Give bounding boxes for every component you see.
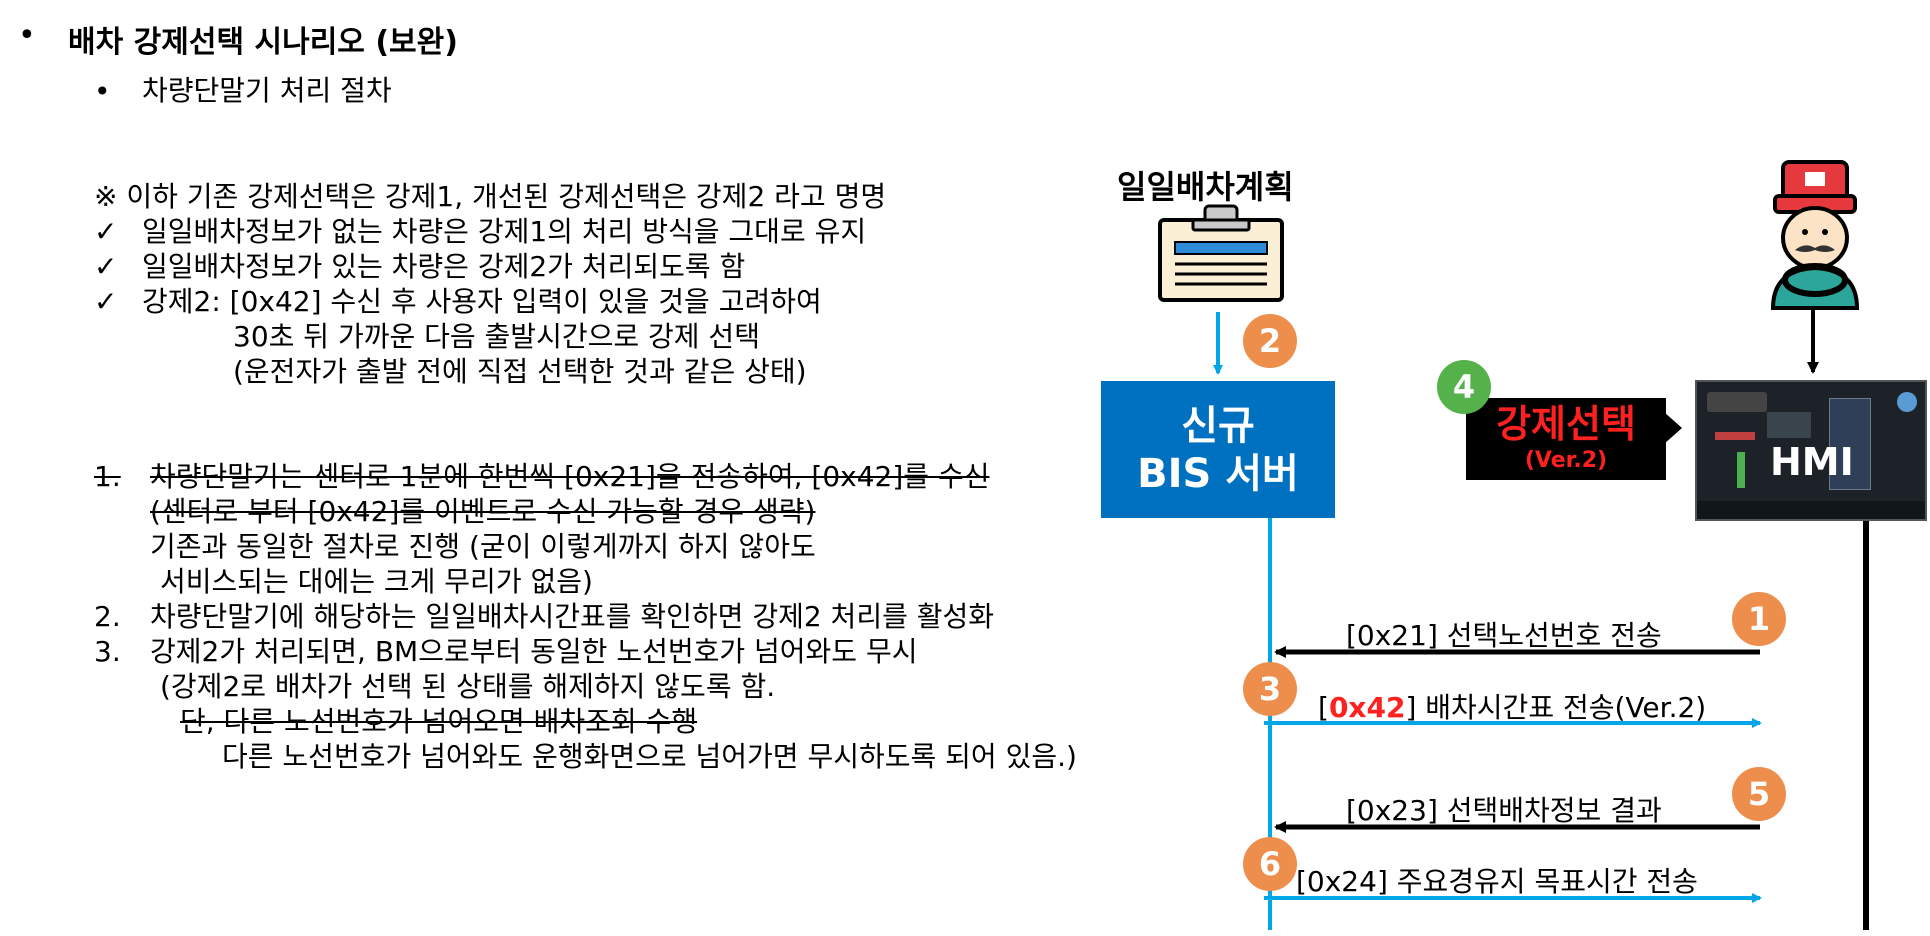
check-mark: ✓ [94,215,118,248]
step-badge-4: 4 [1437,360,1491,414]
step-3-note: (강제2로 배차가 선택 된 상태를 해제하지 않도록 함. [160,670,776,703]
note-force2-detail-3: (운전자가 출발 전에 직접 선택한 것과 같은 상태) [233,355,807,388]
msg-0x24-label: [0x24] 주요경유지 목표시간 전송 [1296,865,1698,898]
note-force2-detail-2: 30초 뒤 가까운 다음 출발시간으로 강제 선택 [233,320,760,353]
bis-server-box: 신규 BIS 서버 [1101,381,1335,518]
clipboard-icon [1158,204,1284,302]
step-1-comment-2: 서비스되는 대에는 크게 무리가 없음) [160,565,593,598]
note-force2-detail: 강제2: [0x42] 수신 후 사용자 입력이 있을 것을 고려하여 [142,285,822,318]
hmi-screen [1695,380,1927,521]
callout-version: (Ver.2) [1524,447,1608,473]
server-label-line2: BIS 서버 [1137,450,1299,497]
note-force1: 일일배차정보가 없는 차량은 강제1의 처리 방식을 그대로 유지 [142,215,867,248]
callout-title: 강제선택 [1496,401,1636,446]
step-1-text: 차량단말기는 센터로 1분에 한번씩 [0x21]을 전송하여, [0x42]를… [150,460,990,493]
step-badge-6: 6 [1243,837,1297,891]
step-number: 3. [94,635,121,668]
step-3-struck-note: 단, 다른 노선번호가 넘어오면 배차조회 수행 [180,705,698,738]
msg-0x21-label: [0x21] 선택노선번호 전송 [1346,619,1662,652]
step-3-text: 강제2가 처리되면, BM으로부터 동일한 노선번호가 넘어와도 무시 [150,635,918,668]
plan-label: 일일배차계획 [1117,168,1294,206]
check-mark: ✓ [94,285,118,318]
step-badge-1: 1 [1732,592,1786,646]
msg-0x42-bracket: [ [1318,691,1329,724]
step-2-text: 차량단말기에 해당하는 일일배차시간표를 확인하면 강제2 처리를 활성화 [150,600,995,633]
subtitle-bullet: • [94,75,111,108]
title-bullet: • [18,18,36,53]
step-number: 1. [94,460,121,493]
msg-0x23-label: [0x23] 선택배차정보 결과 [1346,794,1662,827]
step-number: 2. [94,600,121,633]
step-badge-5: 5 [1732,767,1786,821]
msg-0x42-rest: ] 배차시간표 전송(Ver.2) [1405,691,1707,724]
note-naming: ※ 이하 기존 강제선택은 강제1, 개선된 강제선택은 강제2 라고 명명 [94,180,887,213]
step-1-note: (센터로 부터 [0x42]를 이벤트로 수신 가능할 경우 생략) [150,495,816,528]
server-label-line1: 신규 [1181,402,1255,449]
msg-0x42-label: [0x42] 배차시간표 전송(Ver.2) [1318,686,1706,726]
page-subtitle: 차량단말기 처리 절차 [142,74,392,107]
msg-0x42-code: 0x42 [1328,691,1406,724]
step-1-comment: 기존과 동일한 절차로 진행 (굳이 이렇게까지 하지 않아도 [150,530,816,563]
hmi-label: HMI [1770,440,1854,484]
callout-pointer [1664,412,1682,444]
force-select-callout: 강제선택 (Ver.2) [1466,398,1666,480]
check-mark: ✓ [94,250,118,283]
page-title: 배차 강제선택 시나리오 (보완) [68,25,458,60]
note-force2: 일일배차정보가 있는 차량은 강제2가 처리되도록 함 [142,250,746,283]
bus-driver-icon [1770,160,1860,310]
step-badge-3: 3 [1243,662,1297,716]
step-3-note-end: 다른 노선번호가 넘어와도 운행화면으로 넘어가면 무시하도록 되어 있음.) [222,740,1077,773]
step-badge-2: 2 [1243,314,1297,368]
